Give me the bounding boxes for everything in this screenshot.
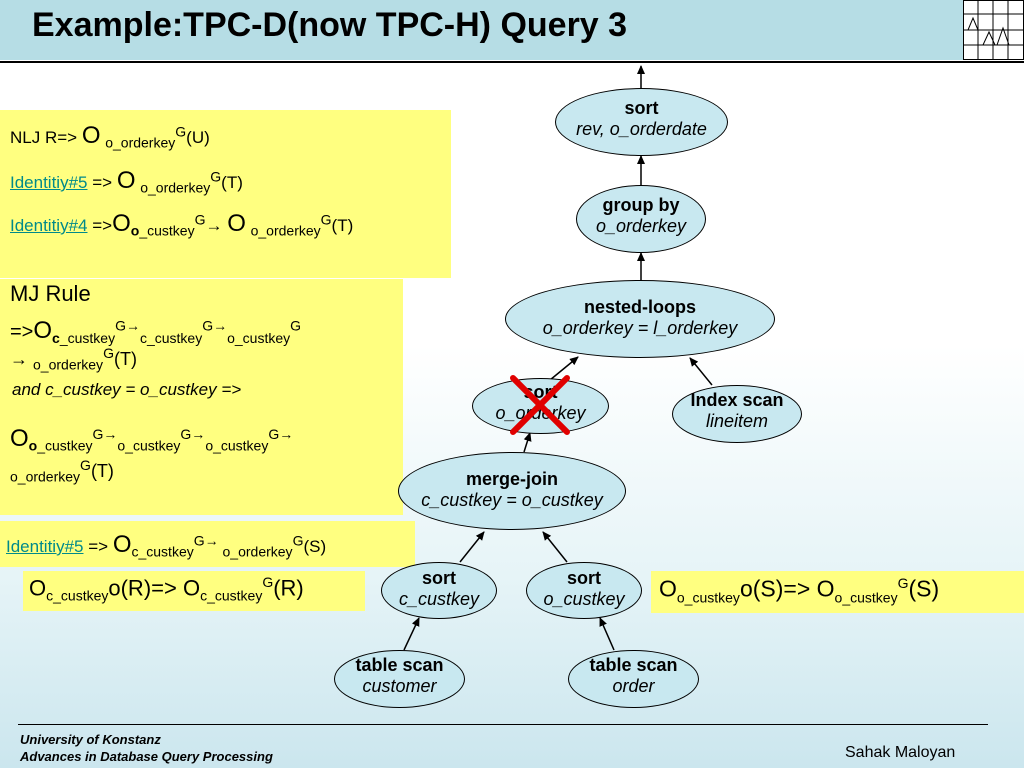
title-bar: [0, 0, 1024, 60]
footer-text: University of Konstanz Advances in Datab…: [20, 732, 273, 764]
identity4-link[interactable]: Identitiy#4: [10, 216, 88, 235]
author: Sahak Maloyan: [845, 744, 956, 761]
mj-rule-line3: and c_custkey = o_custkey =>: [12, 380, 242, 399]
edge-index-nl: [689, 357, 713, 386]
mj-rule-line1: =>Oc_custkeyG→c_custkeyG→o_custkeyG: [10, 317, 302, 346]
identity5-link-s[interactable]: Identitiy#5: [6, 537, 84, 556]
edge-mj-sortmid: [523, 432, 532, 453]
edge-scano-sorto: [599, 617, 615, 651]
footer-divider: [18, 724, 988, 725]
cross-icon: [510, 375, 570, 435]
mj-rule-heading: MJ Rule: [10, 281, 91, 306]
mj-rule-line4: Oo_custkeyG→o_custkeyG→o_custkeyG→: [10, 425, 294, 454]
title-divider: [0, 61, 1024, 63]
mj-rule-line5: o_orderkeyG(T): [10, 457, 114, 485]
note-box-identity5-s: Identitiy#5 => Oc_custkeyG→ o_orderkeyG(…: [0, 521, 415, 567]
edge-sortmid-nl: [549, 356, 579, 381]
identity5-link[interactable]: Identitiy#5: [10, 173, 88, 192]
slide-title: Example:TPC-D(now TPC-H) Query 3: [32, 6, 628, 44]
mj-rule-line2: → o_orderkeyG(T): [10, 345, 137, 373]
edge-sortc-mj: [459, 531, 485, 563]
identity4-line: Identitiy#4 =>Oo_custkeyG→ O o_orderkeyG…: [10, 210, 354, 239]
edge-scanc-sortc: [403, 617, 420, 651]
edge-sorto-mj: [542, 531, 568, 563]
note-box-r: Oc_custkeyo(R)=> Oc_custkeyG(R): [23, 571, 365, 611]
note-box-mj-rule: MJ Rule =>Oc_custkeyG→c_custkeyG→o_custk…: [0, 279, 403, 515]
nlj-line: NLJ R=> O o_orderkeyG(U): [10, 122, 210, 151]
note-box-nlj: NLJ R=> O o_orderkeyG(U) Identitiy#5 => …: [0, 110, 451, 278]
note-box-s: Oo_custkeyo(S)=> Oo_custkeyG(S): [651, 571, 1024, 613]
identity5-line: Identitiy#5 => O o_orderkeyG(T): [10, 167, 243, 196]
